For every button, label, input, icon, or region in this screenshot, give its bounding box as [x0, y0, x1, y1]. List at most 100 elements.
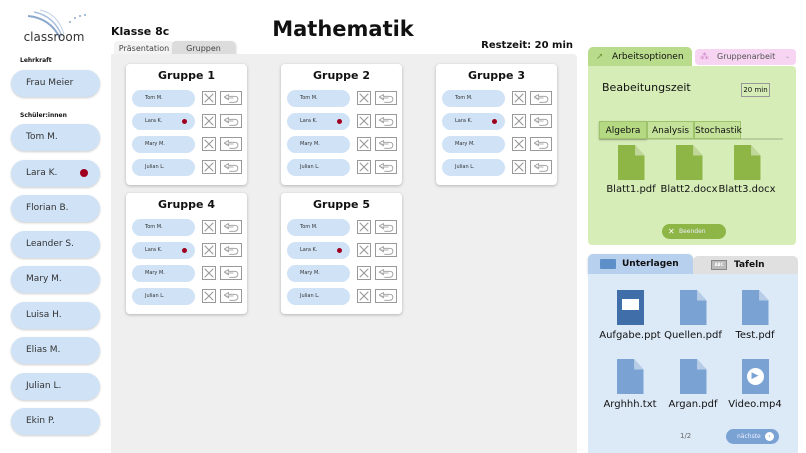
move-back-icon[interactable] — [220, 220, 242, 234]
member-pill[interactable]: Mary M. — [287, 265, 350, 282]
member-pill[interactable]: Tom M. — [442, 90, 505, 107]
remove-icon[interactable] — [357, 266, 371, 280]
move-back-icon[interactable] — [375, 266, 397, 280]
subtab-stochastik[interactable]: Stochastik — [694, 121, 742, 139]
student-button[interactable]: Mary M. — [11, 266, 100, 293]
remove-icon[interactable] — [357, 114, 371, 128]
remove-icon[interactable] — [512, 137, 526, 151]
remove-icon[interactable] — [202, 114, 216, 128]
student-button[interactable]: Ekin P. — [11, 408, 100, 435]
material-file[interactable]: Test.pdf — [722, 290, 788, 341]
move-back-icon[interactable] — [220, 160, 242, 174]
mode-dropdown[interactable]: ⁂ Gruppenarbeit ⌄ — [695, 49, 796, 65]
worksheet-file[interactable]: Blatt3.docx — [714, 145, 780, 195]
remove-icon[interactable] — [512, 114, 526, 128]
remove-icon[interactable] — [202, 160, 216, 174]
material-file[interactable]: Argan.pdf — [660, 359, 726, 410]
member-pill[interactable]: Julian L. — [442, 159, 505, 176]
student-button[interactable]: Julian L. — [11, 372, 100, 400]
tab-gruppen[interactable]: Gruppen — [172, 41, 235, 56]
material-file[interactable]: Arghhh.txt — [597, 359, 663, 410]
worksheet-file[interactable]: Blatt2.docx — [656, 145, 722, 195]
member-pill[interactable]: Lara K. — [442, 113, 505, 130]
member-pill[interactable]: Tom M. — [132, 90, 195, 107]
material-file[interactable]: Quellen.pdf — [660, 290, 726, 341]
move-back-icon[interactable] — [375, 243, 397, 257]
move-back-icon[interactable] — [530, 114, 552, 128]
remove-icon[interactable] — [202, 220, 216, 234]
move-back-icon[interactable] — [530, 91, 552, 105]
remove-icon[interactable] — [202, 91, 216, 105]
move-back-icon[interactable] — [375, 91, 397, 105]
move-back-icon[interactable] — [375, 137, 397, 151]
remove-icon[interactable] — [357, 243, 371, 257]
remove-icon[interactable] — [357, 160, 371, 174]
worksheet-file[interactable]: Blatt1.pdf — [598, 145, 664, 195]
member-pill[interactable]: Julian L. — [132, 288, 195, 305]
member-pill[interactable]: Tom M. — [287, 90, 350, 107]
member-pill[interactable]: Lara K. — [287, 242, 350, 259]
time-input[interactable]: 20 min — [741, 83, 770, 97]
group-title: Gruppe 2 — [313, 69, 370, 82]
member-name: Mary M. — [300, 141, 320, 147]
student-button[interactable]: Florian B. — [11, 195, 100, 222]
move-back-icon[interactable] — [375, 114, 397, 128]
move-back-icon[interactable] — [220, 137, 242, 151]
remove-icon[interactable] — [357, 289, 371, 303]
students-label: Schüler:innen — [20, 112, 67, 119]
move-back-icon[interactable] — [375, 220, 397, 234]
member-pill[interactable]: Julian L. — [287, 159, 350, 176]
student-button[interactable]: Elias M. — [11, 337, 100, 364]
member-pill[interactable]: Lara K. — [132, 242, 195, 259]
student-button[interactable]: Lara K. — [11, 159, 100, 187]
move-back-icon[interactable] — [220, 91, 242, 105]
member-row: Tom M. — [287, 90, 399, 107]
member-pill[interactable]: Mary M. — [287, 136, 350, 153]
move-back-icon[interactable] — [220, 114, 242, 128]
remove-icon[interactable] — [357, 137, 371, 151]
move-back-icon[interactable] — [530, 137, 552, 151]
remove-icon[interactable] — [202, 289, 216, 303]
move-back-icon[interactable] — [530, 160, 552, 174]
member-pill[interactable]: Lara K. — [132, 113, 195, 130]
member-pill[interactable]: Mary M. — [132, 265, 195, 282]
remove-icon[interactable] — [357, 91, 371, 105]
student-button[interactable]: Leander S. — [11, 230, 100, 258]
next-button[interactable]: nächste › — [726, 429, 779, 444]
move-back-icon[interactable] — [375, 289, 397, 303]
end-button[interactable]: ✕ Beenden — [662, 224, 726, 239]
remove-icon[interactable] — [512, 160, 526, 174]
tab-arbeitsoptionen[interactable]: ➚ Arbeitsoptionen — [588, 47, 692, 67]
tab-unterlagen[interactable]: Unterlagen — [588, 254, 693, 274]
student-button[interactable]: Tom M. — [11, 124, 100, 151]
remove-icon[interactable] — [202, 243, 216, 257]
move-back-icon[interactable] — [220, 243, 242, 257]
member-name: Lara K. — [455, 118, 473, 124]
subtab-analysis[interactable]: Analysis — [647, 121, 694, 139]
subtab-algebra[interactable]: Algebra — [599, 121, 647, 139]
remove-icon[interactable] — [202, 266, 216, 280]
move-back-icon[interactable] — [375, 160, 397, 174]
material-file[interactable]: ▶Video.mp4 — [722, 359, 788, 410]
member-pill[interactable]: Mary M. — [442, 136, 505, 153]
member-pill[interactable]: Mary M. — [132, 136, 195, 153]
member-pill[interactable]: Lara K. — [287, 113, 350, 130]
remove-icon[interactable] — [202, 137, 216, 151]
teacher-button[interactable]: Frau Meier — [11, 70, 100, 97]
tab-praesentation[interactable]: Präsentation — [114, 41, 174, 56]
member-pill[interactable]: Tom M. — [287, 219, 350, 236]
member-pill[interactable]: Julian L. — [132, 159, 195, 176]
move-back-icon[interactable] — [220, 266, 242, 280]
remove-icon[interactable] — [357, 220, 371, 234]
group-card: Gruppe 3 Tom M. Lara K. Mary M. Julian L… — [436, 64, 557, 185]
member-pill[interactable]: Julian L. — [287, 288, 350, 305]
member-pill[interactable]: Tom M. — [132, 219, 195, 236]
remove-icon[interactable] — [512, 91, 526, 105]
folder-icon — [600, 259, 616, 269]
alert-dot — [80, 168, 88, 177]
tab-tafeln[interactable]: ABC Tafeln — [693, 256, 798, 274]
student-button[interactable]: Luisa H. — [11, 301, 100, 329]
move-back-icon[interactable] — [220, 289, 242, 303]
material-file[interactable]: Aufgabe.ppt — [597, 290, 663, 341]
group-card: Gruppe 4 Tom M. Lara K. Mary M. Julian L… — [126, 193, 247, 314]
